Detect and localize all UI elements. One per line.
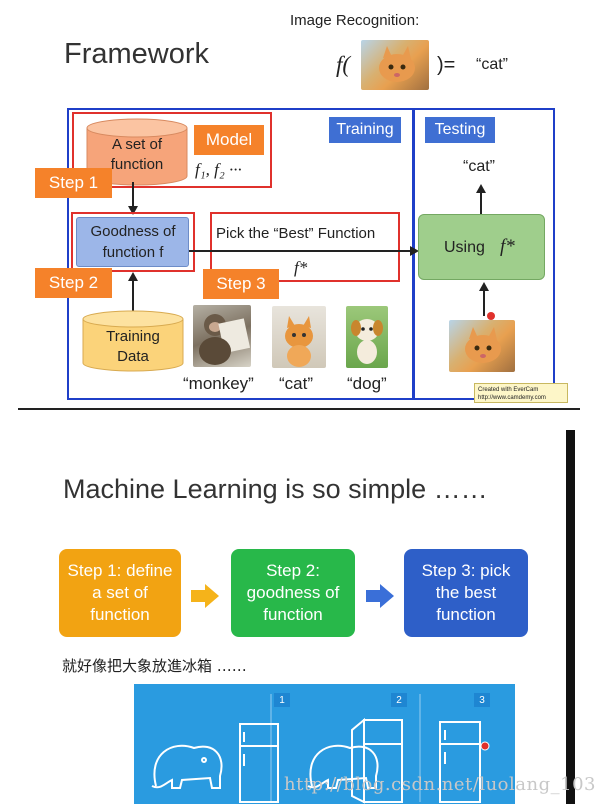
- evercam-watermark-line2: http://www.camdemy.com: [478, 395, 546, 401]
- set-of-function-label: A set of function: [110, 136, 164, 173]
- evercam-watermark-line1: Created with EverCam: [478, 387, 539, 393]
- recognition-cat-image: [361, 40, 429, 90]
- using-label: Using: [444, 239, 485, 256]
- caption-monkey: “monkey”: [183, 374, 254, 393]
- panel-number-3: 3: [474, 693, 490, 707]
- arrow-model-to-goodness: [132, 182, 134, 208]
- step2-box: Step 2: goodness of function: [231, 549, 355, 637]
- recognition-f-open: f(: [336, 52, 351, 77]
- set-of-function-cylinder: [86, 118, 188, 186]
- image-recognition-label: Image Recognition:: [290, 12, 420, 29]
- step1-tag: Step 1: [35, 168, 112, 198]
- model-frame: [72, 112, 272, 188]
- arrow-goodness-to-using: [189, 250, 410, 252]
- testing-tab: Testing: [425, 117, 495, 143]
- evercam-watermark: Created with EverCam http://www.camdemy.…: [474, 383, 568, 403]
- step3-tag: Step 3: [203, 269, 279, 299]
- panel-number-2: 2: [391, 693, 407, 707]
- step2-tag: Step 2: [35, 268, 112, 298]
- arrow-image-to-using: [483, 288, 485, 316]
- arrow-data-to-goodness: [132, 280, 134, 314]
- slide-title: Framework: [64, 38, 210, 70]
- panel-number-1: 1: [274, 693, 290, 707]
- using-f-star: f*: [500, 236, 515, 257]
- goodness-box: [76, 217, 189, 267]
- arrow-data-to-goodness-head: [128, 272, 138, 281]
- model-tag: Model: [194, 125, 264, 155]
- arrow-step2-to-step3: [366, 584, 394, 613]
- arrow-step1-to-step2: [191, 584, 219, 613]
- step3-box: Step 3: pick the best function: [404, 549, 528, 637]
- ml-simple-slide: Machine Learning is so simple …… Step 1:…: [0, 412, 566, 804]
- pick-best-frame: [210, 212, 400, 282]
- framework-slide: Framework Image Recognition: f( )= “cat”…: [35, 12, 568, 403]
- right-black-bar: [566, 430, 575, 804]
- training-data-label: Training Data: [106, 328, 160, 365]
- elephant-panel: 1 2 3: [134, 684, 515, 804]
- slide2-title: Machine Learning is so simple ……: [63, 474, 488, 504]
- training-tab: Training: [329, 117, 401, 143]
- test-output: “cat”: [463, 158, 495, 175]
- slide-separator: [18, 408, 580, 410]
- arrow-image-to-using-head: [479, 282, 489, 291]
- arrow-using-to-output: [480, 190, 482, 214]
- recognition-output: “cat”: [476, 56, 508, 73]
- caption-cat: “cat”: [279, 374, 313, 393]
- dog-image: [346, 306, 388, 368]
- recognition-f-close: )=: [437, 54, 456, 76]
- f-star-formula: f*: [294, 258, 308, 277]
- test-cat-image: [449, 320, 515, 372]
- training-data-cylinder: [82, 310, 184, 372]
- goodness-label: Goodness of function f: [90, 223, 176, 261]
- arrow-using-to-output-head: [476, 184, 486, 193]
- blog-watermark: http://blog.csdn.net/luolang_103: [284, 774, 596, 795]
- pick-best-label: Pick the “Best” Function: [216, 225, 376, 242]
- slide2-subtitle: 就好像把大象放進冰箱 ……: [62, 657, 247, 675]
- cursor-dot: [487, 312, 495, 320]
- monkey-image: [193, 305, 251, 367]
- arrow-model-to-goodness-head: [128, 206, 138, 215]
- cat-image: [272, 306, 326, 368]
- goodness-frame: [71, 212, 195, 272]
- arrow-goodness-to-using-head: [410, 246, 419, 256]
- caption-dog: “dog”: [347, 374, 387, 393]
- using-box: [418, 214, 545, 280]
- step1-box: Step 1: define a set of function: [59, 549, 181, 637]
- functions-formula: f₁, f₂ ···: [195, 160, 242, 179]
